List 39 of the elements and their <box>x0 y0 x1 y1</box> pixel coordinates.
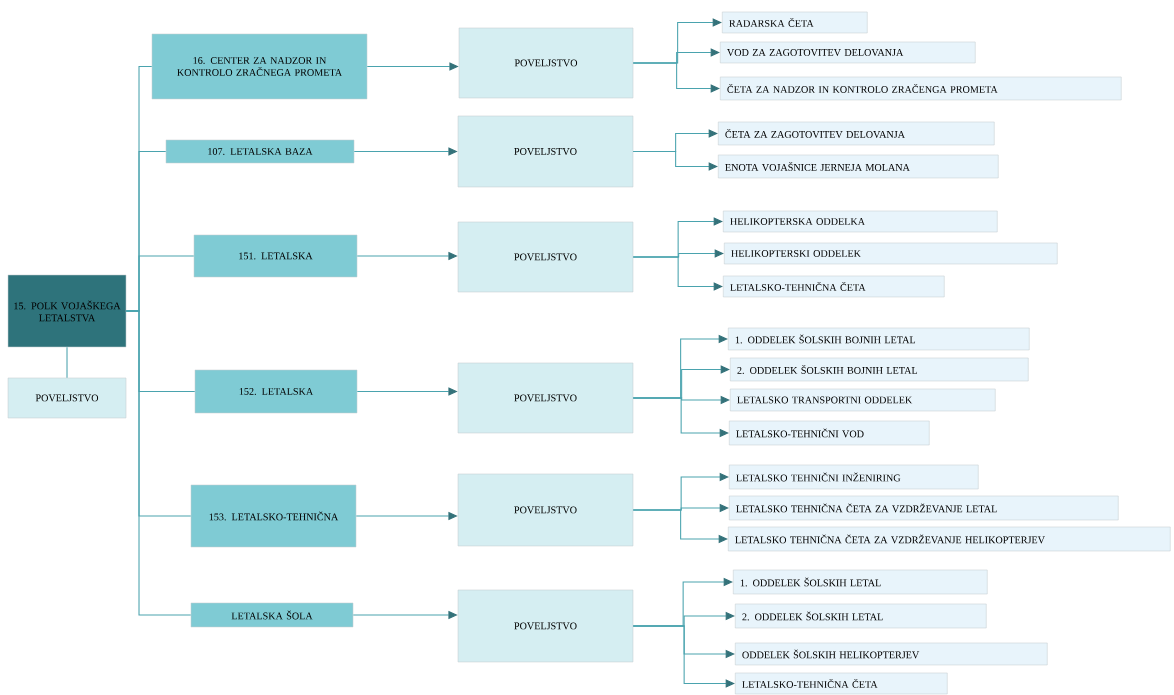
connector-line <box>66 346 68 379</box>
connector-line <box>125 310 192 616</box>
subunit-box: 2. ODDELEK ŠOLSKIH LETAL <box>735 603 987 629</box>
unit-box: 152. LETALSKA <box>194 369 358 414</box>
command-box: POVELJSTVO <box>458 27 634 99</box>
regiment-box: 15. POLK VOJAŠKEGA LETALSTVA <box>7 274 127 348</box>
connector-line <box>632 625 735 688</box>
subunit-box: LETALSKO TEHNIČNA ČETA ZA VZDRŽEVANJE HELIKOPTERJEV <box>728 526 1171 552</box>
unit-box: LETALSKA ŠOLA <box>190 602 354 628</box>
subunit-box: 1. ODDELEK ŠOLSKIH LETAL <box>733 569 988 595</box>
connector-line <box>632 150 718 171</box>
subunit-box: VOD ZA ZAGOTOVITEV DELOVANJA <box>720 41 976 64</box>
subunit-box: HELIKOPTERSKI ODDELEK <box>724 242 1058 265</box>
unit-box: 16. CENTER ZA NADZOR IN KONTROLO ZRAČNEGA PROMETA <box>151 33 368 100</box>
subunit-box: ODDELEK ŠOLSKIH HELIKOPTERJEV <box>735 642 1048 666</box>
command-box: POVELJSTVO <box>457 589 634 663</box>
unit-box: 107. LETALSKA BAZA <box>165 139 355 164</box>
connector-line <box>632 256 723 291</box>
subunit-box: LETALSKO TEHNIČNA ČETA ZA VZDRŽEVANJE LETAL <box>729 495 1119 521</box>
subunit-box: LETALSKO-TEHNIČNA ČETA <box>723 275 945 298</box>
subunit-box: 1. ODDELEK ŠOLSKIH BOJNIH LETAL <box>728 327 1030 351</box>
subunit-box: ENOTA VOJAŠNICE JERNEJA MOLANA <box>718 154 999 179</box>
subunit-box: LETALSKO-TEHNIČNA ČETA <box>735 672 948 695</box>
subunit-box: 2. ODDELEK ŠOLSKIH BOJNIH LETAL <box>730 357 1029 382</box>
connector-line <box>632 62 720 93</box>
subunit-box: LETALSKO TEHNIČNI INŽENIRING <box>729 464 979 490</box>
subunit-box: HELIKOPTERSKA ODDELKA <box>723 210 998 233</box>
command-box: POVELJSTVO <box>457 115 634 188</box>
command-box: POVELJSTVO <box>7 377 127 419</box>
subunit-box: LETALSKO-TEHNIČNI VOD <box>729 420 930 446</box>
command-box: POVELJSTVO <box>457 362 634 434</box>
subunit-box: ČETA ZA NADZOR IN KONTROLO ZRAČENGA PROMETA <box>720 76 1122 101</box>
unit-box: 151. LETALSKA <box>193 234 358 278</box>
subunit-box: LETALSKO TRANSPORTNI ODDELEK <box>730 388 996 412</box>
command-box: POVELJSTVO <box>457 221 634 293</box>
subunit-box: ČETA ZA ZAGOTOVITEV DELOVANJA <box>718 121 995 146</box>
command-box: POVELJSTVO <box>457 473 634 547</box>
unit-box: 153. LETALSKO-TEHNIČNA <box>190 484 357 548</box>
subunit-box: RADARSKA ČETA <box>722 11 868 34</box>
